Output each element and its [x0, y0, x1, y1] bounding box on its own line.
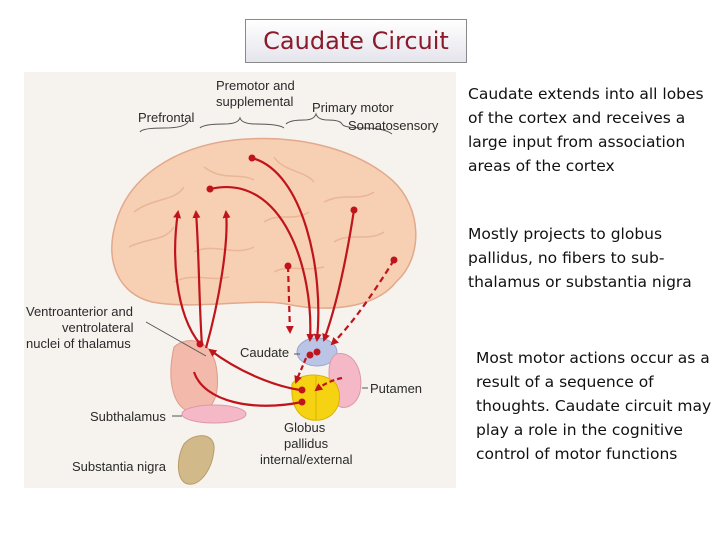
paragraph-motor-control: Most motor actions occur as a result of … — [476, 349, 712, 463]
cortex-to-caudate-1 — [251, 156, 322, 342]
thalamus-label-line2: ventrolateral — [62, 320, 134, 335]
cortex-to-caudate-4 — [285, 265, 294, 334]
putamen-to-globus — [314, 376, 343, 392]
prefrontal-label: Prefrontal — [138, 110, 194, 125]
globus-to-thalamus — [208, 348, 301, 392]
cortex-region-braces — [139, 112, 393, 135]
globus-loop-lower — [192, 371, 303, 407]
somatosensory-label: Somatosensory — [348, 118, 439, 133]
caudate-to-globus — [294, 357, 308, 384]
cerebral-cortex — [111, 137, 417, 309]
pathway-lines — [173, 156, 395, 407]
brain-illustration: Premotor and supplemental Primary motor … — [24, 72, 456, 488]
cortex-to-caudate-3 — [322, 209, 356, 342]
substantia-nigra-shape — [178, 435, 215, 485]
putamen-label: Putamen — [370, 381, 422, 396]
caudate-circuit-diagram: Premotor and supplemental Primary motor … — [24, 72, 456, 488]
cortex-gyri — [128, 156, 385, 283]
thalamus-label-line3: nuclei of thalamus — [26, 336, 131, 351]
label-leader-lines — [145, 321, 368, 417]
substantia-nigra-label: Substantia nigra — [72, 459, 167, 474]
premotor-label-line1: Premotor and — [216, 78, 295, 93]
primary-motor-label: Primary motor — [312, 100, 394, 115]
globus-label-line3: internal/external — [260, 452, 353, 467]
paragraph-caudate-projections: Mostly projects to globus pallidus, no f… — [468, 225, 692, 291]
thalamus-to-cortex-1 — [173, 210, 201, 345]
pathway-origin-dots — [196, 154, 398, 406]
slide-title: Caudate Circuit — [245, 19, 467, 63]
thalamus-to-cortex-3 — [204, 210, 231, 349]
caudate-label: Caudate — [240, 345, 289, 360]
globus-label-line2: pallidus — [284, 436, 329, 451]
globus-label-line1: Globus — [284, 420, 326, 435]
cortex-to-caudate-5 — [330, 259, 395, 346]
subthalamus-label: Subthalamus — [90, 409, 166, 424]
thalamus-label-line1: Ventroanterior and — [26, 304, 133, 319]
cortex-to-caudate-2 — [209, 186, 315, 342]
paragraph-caudate-inputs: Caudate extends into all lobes of the co… — [468, 85, 704, 175]
premotor-label-line2: supplemental — [216, 94, 293, 109]
subthalamus-shape — [181, 404, 247, 424]
thalamus-to-cortex-2 — [192, 210, 204, 347]
